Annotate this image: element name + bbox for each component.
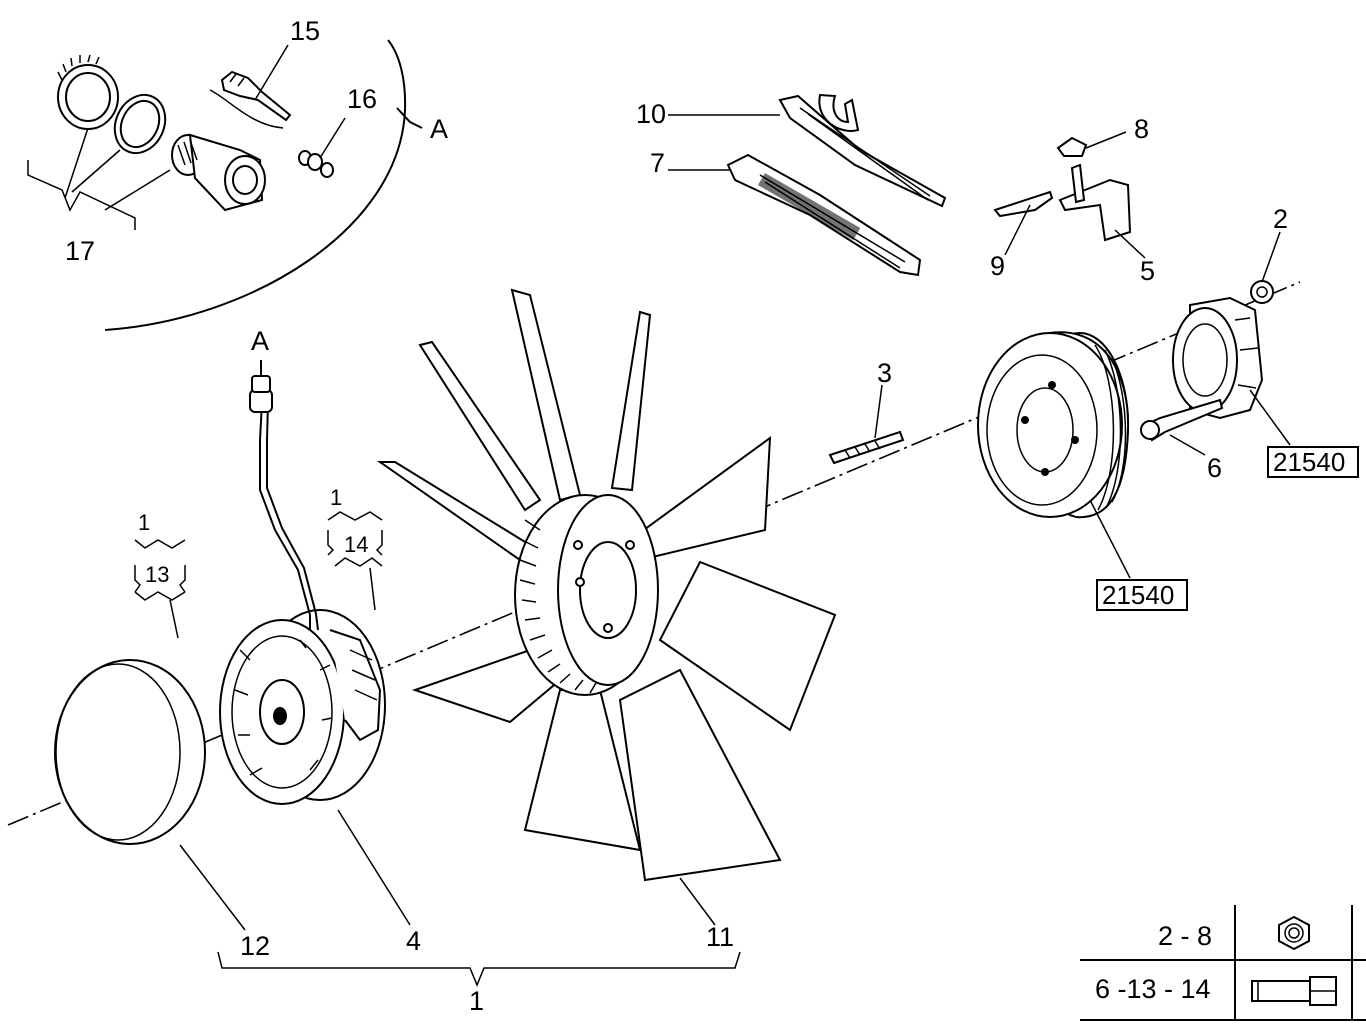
leader-6: [1169, 434, 1206, 456]
leader-4: [337, 809, 411, 926]
callout-9: 9: [990, 251, 1005, 281]
tie-wrap-7-part: [726, 153, 922, 277]
fan-blade-assembly: [376, 288, 837, 882]
callout-5: 5: [1140, 256, 1155, 286]
detail-a-pointer: [396, 107, 423, 129]
hex-nut-icon: [1278, 915, 1310, 951]
ref-label-upper: 21540: [1273, 447, 1345, 477]
callout-10: 10: [636, 99, 666, 129]
hub-spacer-part: [1172, 296, 1264, 420]
leader-13: [169, 599, 179, 639]
callout-1-mid: 1: [330, 485, 342, 510]
tone-ring-part: [57, 54, 119, 130]
small-nut-part: [298, 150, 334, 178]
o-ring-part: [113, 93, 167, 155]
callout-4: 4: [406, 926, 421, 956]
pulley-part: [977, 331, 1130, 519]
callout-12: 12: [240, 931, 270, 961]
tie-wrap-10-part: [778, 93, 947, 208]
speed-sensor-part: [171, 133, 266, 212]
callout-6: 6: [1207, 453, 1222, 483]
leader-9: [1004, 204, 1031, 256]
ref-label-lower: 21540: [1102, 580, 1174, 610]
callout-13: 13: [145, 562, 169, 587]
leader-14: [369, 567, 376, 611]
bolt-6-part: [1140, 398, 1224, 442]
callout-17: 17: [65, 236, 95, 266]
bracket-14: [327, 530, 383, 567]
leader-11: [679, 877, 716, 926]
sensor-cable-part: [249, 360, 319, 631]
leader-15: [254, 44, 289, 101]
bracket-15: [209, 89, 284, 129]
bracket-1-mid: [327, 511, 383, 521]
leader-pulley: [1089, 499, 1131, 579]
torque-legend-table: 2 - 8 6 -13 - 14: [1080, 905, 1366, 1021]
callout-detail-a: A: [430, 114, 448, 144]
callout-3: 3: [877, 358, 892, 388]
leader-hub: [1249, 389, 1291, 446]
bracket-17: [27, 127, 171, 230]
callout-15: 15: [290, 16, 320, 46]
leader-16: [319, 117, 346, 159]
group-1-brace: [217, 951, 741, 987]
leader-3: [874, 384, 883, 439]
nut-2-part: [1250, 280, 1274, 304]
callout-connector-a: A: [251, 326, 269, 356]
ref-box-upper: [1267, 446, 1359, 478]
callout-2: 2: [1273, 204, 1288, 234]
bolt-icon: [1251, 976, 1337, 1006]
torque-row1-label: 2 - 8: [1158, 921, 1212, 951]
stud-3-part: [828, 430, 905, 465]
callout-8: 8: [1134, 114, 1149, 144]
torque-row2-label: 6 -13 - 14: [1095, 974, 1211, 1004]
terminal-part: [220, 70, 292, 122]
leader-5: [1114, 229, 1146, 259]
bracket-1-left: [134, 539, 186, 549]
callout-11: 11: [706, 922, 734, 952]
bracket-13: [134, 565, 186, 601]
callout-1-bottom: 1: [469, 986, 484, 1016]
clip-9-part: [993, 190, 1054, 218]
callout-16: 16: [347, 84, 377, 114]
leader-12: [179, 844, 246, 931]
ref-box-lower: [1096, 579, 1188, 611]
callout-1-left: 1: [138, 510, 150, 535]
leader-8: [1085, 131, 1127, 149]
callout-14: 14: [344, 532, 368, 557]
leader-2: [1261, 231, 1281, 283]
clip-8-part: [1056, 136, 1088, 157]
bracket-5-part: [1058, 163, 1132, 242]
detail-a-boundary: [104, 39, 407, 331]
callout-7: 7: [650, 148, 665, 178]
shroud-ring-part: [54, 659, 206, 845]
viscous-coupling-part: [219, 609, 386, 805]
